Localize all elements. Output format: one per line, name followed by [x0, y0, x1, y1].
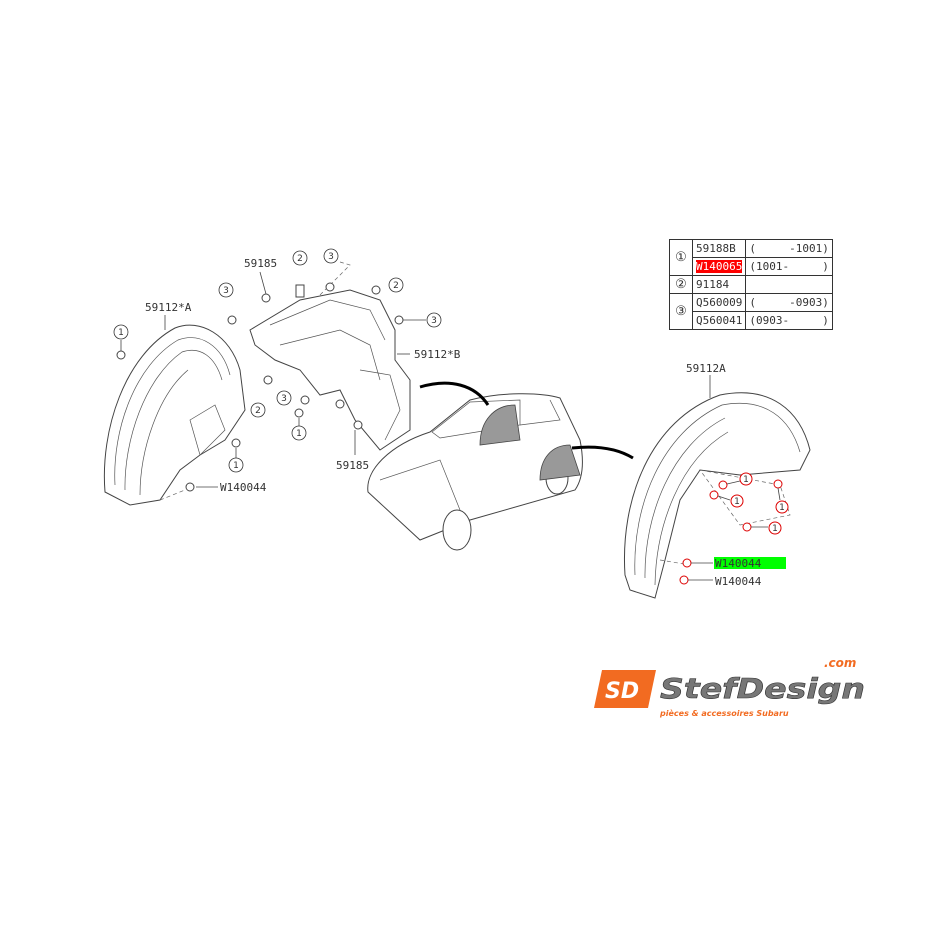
- logo-monogram: SD: [605, 679, 639, 704]
- part-number: 91184: [691, 275, 747, 294]
- label-w140044-right: W140044: [715, 575, 762, 588]
- callout-3: 3: [223, 286, 229, 296]
- callout-3: 3: [431, 316, 437, 326]
- label-59112a: 59112*A: [145, 301, 192, 314]
- logo-tagline: pièces & accessoires Subaru: [659, 708, 789, 718]
- date-range: (0903- ): [745, 311, 834, 330]
- car-illustration: [367, 381, 634, 551]
- callout-1: 1: [743, 475, 749, 485]
- callout-1: 1: [118, 328, 124, 338]
- part-number-cell: W140065: [691, 257, 747, 276]
- callout-2: 2: [393, 281, 399, 291]
- callout-3: 3: [328, 252, 334, 262]
- logo-monogram-badge: [594, 670, 656, 708]
- part-number: 59188B: [691, 239, 747, 258]
- label-59185-top: 59185: [244, 257, 277, 270]
- fender-liner-59112a-right: [623, 392, 811, 599]
- fender-liner-59112a-left: [103, 324, 246, 506]
- part-number: Q560041: [691, 311, 747, 330]
- highlight-green: [714, 557, 786, 569]
- date-range: ( -0903): [745, 293, 834, 312]
- stefdesign-logo: SD .com StefDesign pièces & accessoires …: [594, 656, 865, 718]
- callouts-right: 1 1 1 1 59112A W140044 W140044: [679, 362, 789, 588]
- date-range: [745, 275, 834, 294]
- date-range: (1001- ): [745, 257, 834, 276]
- date-range: ( -1001): [745, 239, 834, 258]
- label-w140044: W140044: [220, 481, 267, 494]
- label-w140044-highlighted: W140044: [715, 557, 762, 570]
- fasteners-left: [116, 282, 404, 492]
- callout-1: 1: [233, 461, 239, 471]
- callouts-left: 1 3 2 3 2 3 2 3 1 1 59112*A 59185 59112*…: [113, 248, 461, 494]
- callout-1: 1: [734, 497, 740, 507]
- callout-1: 1: [296, 429, 302, 439]
- callout-2: 2: [255, 406, 261, 416]
- callout-2: 2: [297, 254, 303, 264]
- table-row: Q560041(0903- ): [670, 311, 834, 330]
- part-number: Q560009: [691, 293, 747, 312]
- logo-brand: StefDesign: [660, 672, 865, 705]
- row-number: ②: [669, 275, 693, 294]
- label-59112b: 59112*B: [414, 348, 461, 361]
- label-59112a-right: 59112A: [686, 362, 726, 375]
- callout-3: 3: [281, 394, 287, 404]
- row-number: ③: [669, 293, 693, 330]
- logo-tld: .com: [824, 656, 856, 670]
- callout-1: 1: [772, 524, 778, 534]
- label-59185-bottom: 59185: [336, 459, 369, 472]
- table-row: W140065(1001- ): [670, 257, 834, 276]
- part-number-highlighted: W140065: [696, 260, 743, 273]
- callout-1: 1: [779, 503, 785, 513]
- row-number: ①: [669, 239, 693, 276]
